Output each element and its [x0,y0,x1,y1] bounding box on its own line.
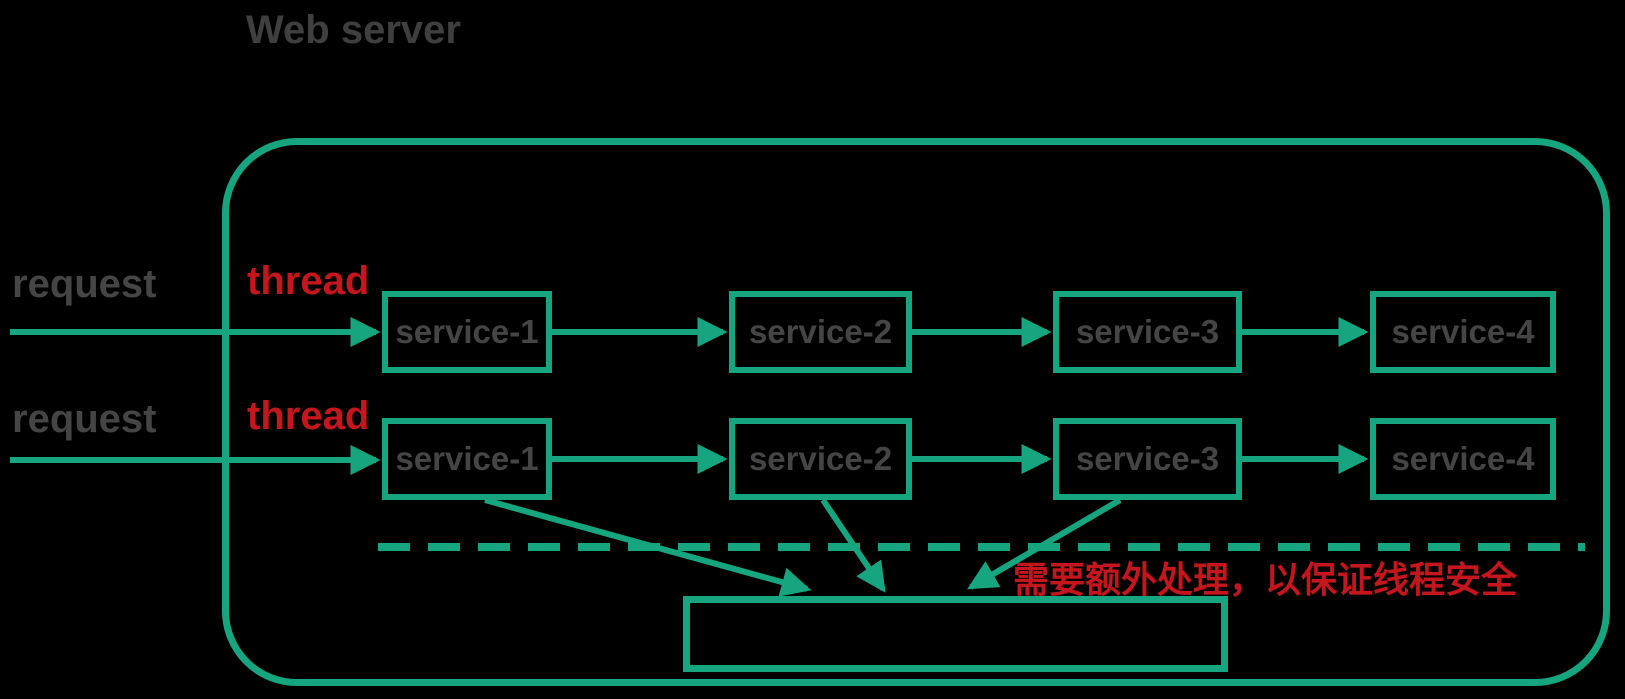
service-box-row1-service-4: service-4 [1370,291,1556,373]
thread-label-row1: thread [247,259,370,303]
service-box-row2-service-3: service-3 [1053,418,1242,500]
service-box-row2-service-2: service-2 [729,418,912,500]
service-box-row1-service-1: service-1 [382,291,552,373]
web-server-boundary-box [222,138,1610,686]
service-box-row1-service-3: service-3 [1053,291,1242,373]
page-title: Web server [246,8,461,52]
thread-label-row2: thread [247,394,370,438]
service-box-row2-service-1: service-1 [382,418,552,500]
shared-resource-box [683,596,1228,672]
thread-safety-annotation: 需要额外处理，以保证线程安全 [1013,559,1518,600]
service-box-row2-service-4: service-4 [1370,418,1556,500]
request-label-row2: request [12,397,157,441]
request-label-row1: request [12,262,157,306]
service-box-row1-service-2: service-2 [729,291,912,373]
